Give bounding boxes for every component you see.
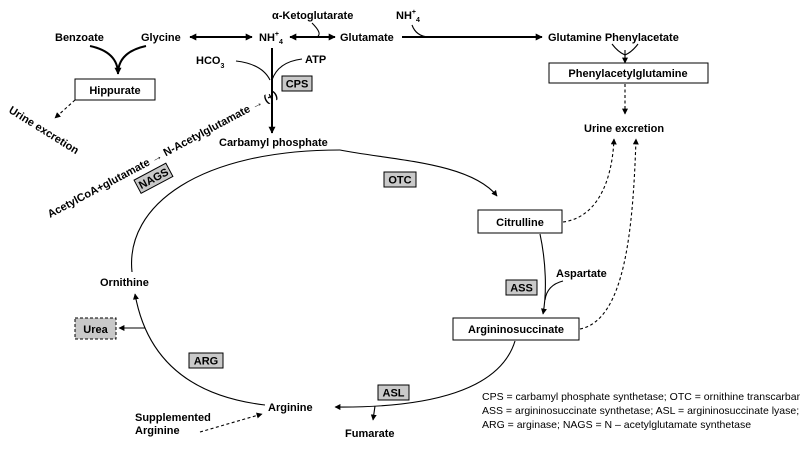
ass-enzyme-box: ASS [505, 279, 538, 296]
citrulline-to-argininosuccinate-arrow [539, 233, 547, 315]
nh4-right-label: NH+4 [396, 9, 420, 24]
urea-box: Urea [74, 317, 117, 340]
argininosuccinate-label: Argininosuccinate [468, 324, 564, 336]
supplemented-label: Supplemented [135, 412, 211, 424]
ass-label: ASS [510, 283, 533, 295]
citrulline-label: Citrulline [496, 217, 544, 229]
phenyl-join-left [611, 43, 626, 56]
citrulline-urine-arrow [562, 138, 617, 223]
urine-excretion-left-label: Urine excretion [6, 104, 81, 157]
nags-enzyme-box [133, 162, 174, 195]
arginine-to-ornithine-arc [132, 293, 266, 406]
arg-enzyme-box: ARG [188, 352, 224, 369]
alpha-ketoglutarate-label: α-Ketoglutarate [272, 10, 353, 22]
legend-line-3: ARG = arginase; NAGS = N – acetylglutama… [482, 419, 751, 431]
hippurate-box: Hippurate [74, 78, 156, 101]
asl-label: ASL [383, 388, 405, 400]
phenylacetylglutamine-box: Phenylacetylglutamine [548, 62, 709, 84]
fumarate-label: Fumarate [345, 428, 395, 440]
glutamine-phenylacetate-label: Glutamine Phenylacetate [548, 32, 679, 44]
urea-label: Urea [83, 324, 108, 336]
atp-curve [271, 58, 303, 81]
ornithine-label: Ornithine [100, 277, 149, 289]
aspartate-label: Aspartate [556, 268, 607, 280]
carbamyl-to-citrulline-arc [339, 149, 498, 197]
phenylacetylglutamine-label: Phenylacetylglutamine [568, 68, 687, 80]
fumarate-arrow [370, 405, 377, 421]
nh4-right-curve [411, 24, 429, 38]
legend-line-1: CPS = carbamyl phosphate synthetase; OTC… [482, 391, 800, 403]
glycine-curve [114, 45, 147, 75]
nags-reaction-label: AcetylCoA+glutamate → N-Acetylglutamate … [46, 89, 280, 221]
atp-label: ATP [305, 54, 326, 66]
benzoate-curve [89, 45, 119, 75]
hco3-curve [235, 60, 271, 81]
citrulline-box: Citrulline [477, 209, 563, 234]
hco3-label: HCO3 [196, 55, 224, 70]
argininosuccinate-to-arginine-arc [334, 340, 516, 411]
urine-excretion-right-label: Urine excretion [584, 123, 664, 135]
phenyl-join-right [624, 43, 639, 56]
benzoate-label: Benzoate [55, 32, 104, 44]
otc-label: OTC [388, 175, 411, 187]
glycine-label: Glycine [141, 32, 181, 44]
carbamyl-phosphate-label: Carbamyl phosphate [219, 137, 328, 149]
legend: CPS = carbamyl phosphate synthetase; OTC… [482, 391, 800, 431]
supplemented-arginine-label: Arginine [135, 425, 180, 437]
aspartate-curve [544, 280, 564, 301]
asl-enzyme-box: ASL [377, 384, 410, 401]
nh4-top-label: NH+4 [259, 31, 283, 46]
hippurate-label: Hippurate [89, 85, 140, 97]
glutamate-label: Glutamate [340, 32, 394, 44]
hippurate-urine-arrow [54, 99, 76, 119]
legend-line-2: ASS = argininosuccinate synthetase; ASL … [482, 405, 799, 417]
nags-group: AcetylCoA+glutamate → N-Acetylglutamate … [46, 89, 280, 221]
argininosuccinate-box: Argininosuccinate [452, 317, 580, 341]
cycle-left-upper-arc [131, 149, 341, 273]
arg-label: ARG [194, 356, 218, 368]
arginine-label: Arginine [268, 402, 313, 414]
cps-enzyme-box: CPS [281, 75, 313, 92]
cps-label: CPS [286, 79, 309, 91]
alpha-ketoglutarate-curve [311, 22, 320, 37]
otc-enzyme-box: OTC [383, 171, 417, 188]
argininosuccinate-urine-arrow [579, 138, 639, 330]
